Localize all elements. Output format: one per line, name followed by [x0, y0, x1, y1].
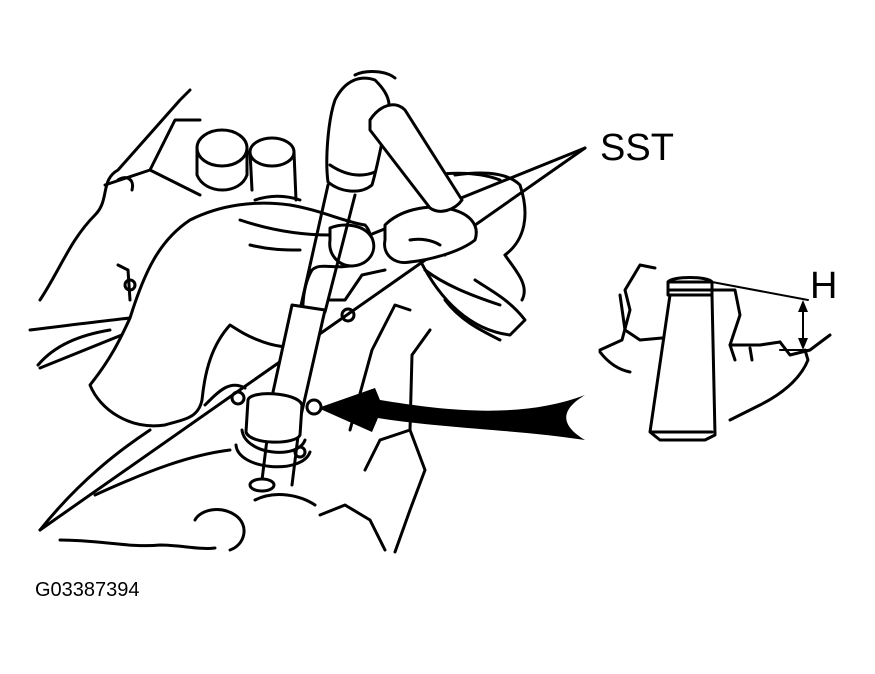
sst-label: SST [600, 127, 674, 169]
hand [88, 171, 502, 428]
valve-body-outline [28, 88, 527, 554]
detail-view [598, 263, 832, 442]
figure-code: G03387394 [35, 579, 140, 601]
sst-tool [234, 70, 464, 493]
indicator-arrow [305, 388, 585, 440]
dimension-h-label: H [810, 265, 837, 307]
